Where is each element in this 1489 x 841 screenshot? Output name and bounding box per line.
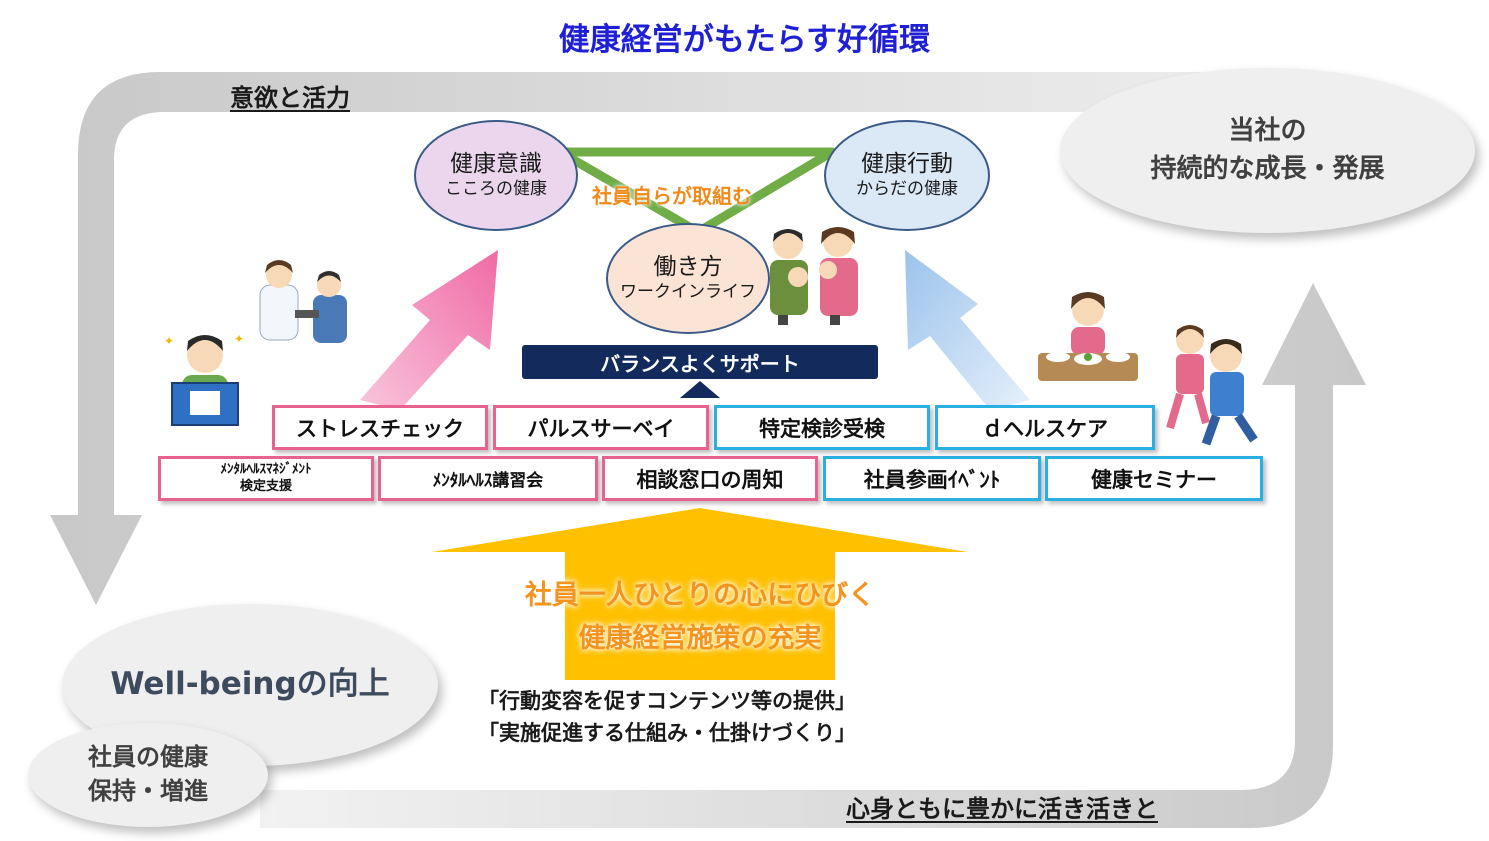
detail-line1: 「行動変容を促すコンテンツ等の提供」 xyxy=(478,689,856,713)
nurse-checkup-illustration xyxy=(259,260,347,343)
children-running-illustration xyxy=(1166,325,1258,446)
program-health-seminar: 健康セミナー xyxy=(1045,456,1263,501)
body-health-sub: からだの健康 xyxy=(856,179,958,200)
main-message: 社員一人ひとりの心にひびく 健康経営施策の充実 xyxy=(440,574,960,660)
program-health-checkup: 特定検診受検 xyxy=(714,405,930,450)
work-style-sub: ワークインライフ xyxy=(620,282,756,303)
employee-health-line2: 保持・増進 xyxy=(88,777,208,805)
program-mental-health-seminar: ﾒﾝﾀﾙﾍﾙｽ講習会 xyxy=(378,456,598,501)
balanced-support-banner: バランスよくサポート xyxy=(522,345,878,379)
wellbeing-text: Well-beingの向上 xyxy=(110,665,390,702)
body-health-main: 健康行動 xyxy=(861,150,953,177)
company-growth-line2: 持続的な成長・発展 xyxy=(1150,153,1385,184)
detail-line2: 「実施促進する仕組み・仕掛けづくり」 xyxy=(478,720,856,745)
employee-health-line1: 社員の健康 xyxy=(88,743,208,772)
woman-eating-illustration xyxy=(1038,292,1138,381)
program-consultation-desk: 相談窓口の周知 xyxy=(602,456,818,501)
mind-health-main: 健康意識 xyxy=(450,150,542,177)
mind-health-circle: 健康意識 こころの健康 xyxy=(414,120,578,231)
green-triangle xyxy=(555,147,837,237)
svg-text:✦: ✦ xyxy=(164,334,174,348)
triangle-label: 社員自らが取組む xyxy=(592,184,752,208)
yellow-arrow xyxy=(432,508,968,680)
program-mental-health-cert: ﾒﾝﾀﾙﾍﾙｽﾏﾈｼﾞﾒﾝﾄ 検定支援 xyxy=(158,456,374,501)
body-health-circle: 健康行動 からだの健康 xyxy=(824,120,990,231)
program-pulse-survey: パルスサーベイ xyxy=(493,405,709,450)
pink-arrow xyxy=(360,250,498,410)
cycle-label-motivation: 意欲と活力 xyxy=(230,84,350,112)
program-mental-health-cert-line2: 検定支援 xyxy=(239,478,292,494)
main-message-line1: 社員一人ひとりの心にひびく xyxy=(524,580,876,611)
detail-text: 「行動変容を促すコンテンツ等の提供」 「実施促進する仕組み・仕掛けづくり」 xyxy=(478,686,856,749)
company-growth-line1: 当社の xyxy=(1228,115,1307,146)
main-message-line2: 健康経営施策の充実 xyxy=(578,623,822,655)
program-d-healthcare: ｄヘルスケア xyxy=(935,405,1155,450)
program-mental-health-cert-line1: ﾒﾝﾀﾙﾍﾙｽﾏﾈｼﾞﾒﾝﾄ xyxy=(220,462,312,478)
svg-text:✦: ✦ xyxy=(234,332,244,346)
family-illustration xyxy=(770,227,858,325)
company-growth-ellipse: 当社の 持続的な成長・発展 xyxy=(1060,68,1475,233)
mind-health-sub: こころの健康 xyxy=(445,179,547,200)
navy-pointer xyxy=(680,381,720,398)
employee-health-ellipse: 社員の健康 保持・増進 xyxy=(28,723,268,827)
diagram-title: 健康経営がもたらす好循環 xyxy=(558,22,931,58)
work-style-main: 働き方 xyxy=(653,253,723,280)
work-style-circle: 働き方 ワークインライフ xyxy=(606,223,770,334)
program-stress-check: ストレスチェック xyxy=(272,405,488,450)
man-reading-results-illustration: ✦ ✦ xyxy=(164,332,244,426)
cycle-label-wellness: 心身ともに豊かに活き活きと xyxy=(846,795,1158,823)
program-employee-event: 社員参画ｲﾍﾞﾝﾄ xyxy=(823,456,1041,501)
blue-arrow xyxy=(905,250,1030,410)
